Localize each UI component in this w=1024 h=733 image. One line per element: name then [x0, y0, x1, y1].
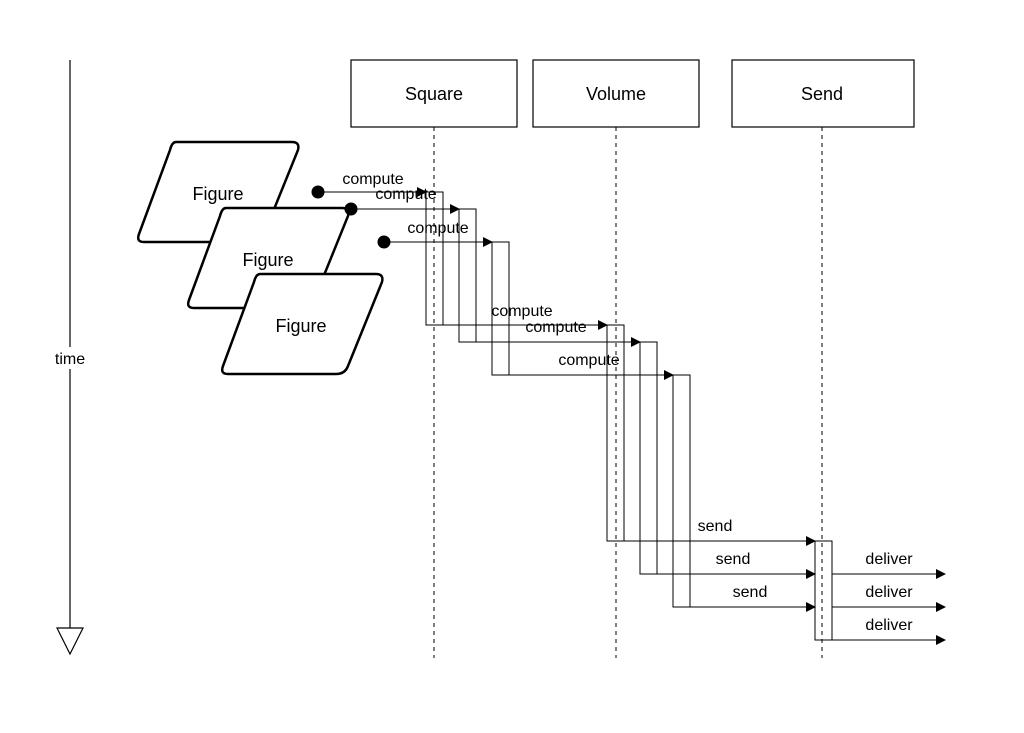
message-label: compute [407, 220, 468, 237]
messages-deliver: deliver deliver deliver [832, 551, 946, 645]
figure-label-2: Figure [242, 250, 293, 270]
volume-activations [606, 324, 691, 608]
message-label: compute [491, 303, 552, 320]
lifeline-square-box [350, 59, 518, 128]
figure-label-3: Figure [275, 316, 326, 336]
message-label: compute [558, 352, 619, 369]
message-label: compute [342, 171, 403, 188]
time-label: time [55, 351, 85, 368]
messages-figure-to-square: compute compute compute [311, 171, 493, 249]
message-label: send [698, 518, 733, 535]
message-label: deliver [865, 551, 913, 568]
send-activations [814, 540, 833, 641]
activation-bar [814, 540, 833, 641]
activation-bar [639, 341, 658, 575]
time-arrowhead-icon [56, 627, 84, 656]
lifeline-send-label: Send [801, 84, 843, 104]
activation-bar [491, 241, 510, 376]
activation-bar [672, 374, 691, 608]
activation-bar [425, 191, 444, 326]
message-label: send [716, 551, 751, 568]
lifeline-square: Square [350, 59, 518, 658]
message-label: send [733, 584, 768, 601]
time-axis: time [48, 60, 92, 656]
figure-shape-3: Figure [220, 272, 384, 376]
messages-square-to-volume: compute compute compute [443, 303, 674, 380]
message-label: deliver [865, 617, 913, 634]
lifeline-send-box [731, 59, 915, 128]
lifeline-send: Send [731, 59, 915, 658]
lifeline-square-label: Square [405, 84, 463, 104]
lifeline-volume-label: Volume [586, 84, 646, 104]
activation-bar [458, 208, 477, 343]
message-label: deliver [865, 584, 913, 601]
message-label: compute [525, 319, 586, 336]
square-activations [425, 191, 510, 376]
figure-label-1: Figure [192, 184, 243, 204]
activation-bar [606, 324, 625, 542]
messages-volume-to-send: send send send [624, 518, 816, 612]
lifeline-volume: Volume [532, 59, 700, 658]
message-label: compute [375, 186, 436, 203]
